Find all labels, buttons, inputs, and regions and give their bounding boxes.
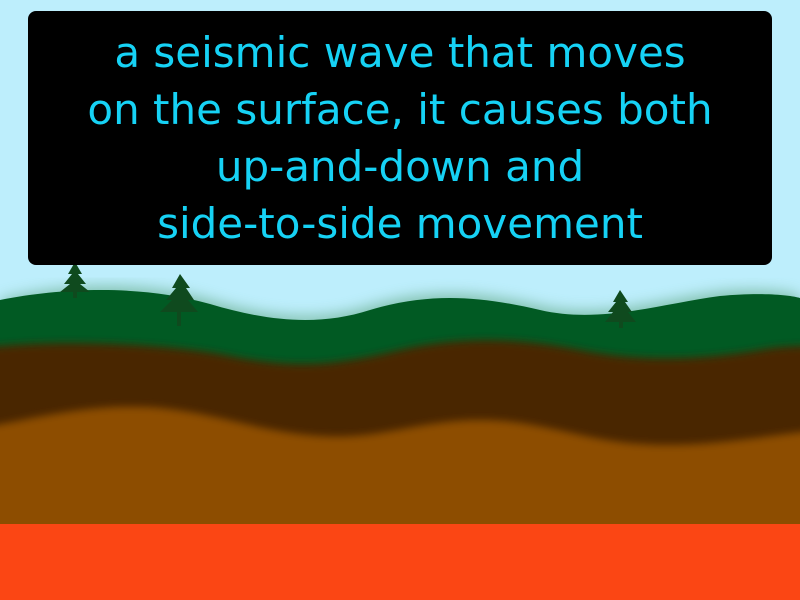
caption-line: side-to-side movement [157, 199, 643, 248]
bedrock-layer [0, 524, 800, 600]
caption-line: a seismic wave that moves [114, 28, 686, 77]
pine-tree-icon [605, 290, 636, 328]
caption-box: a seismic wave that moves on the surface… [28, 11, 772, 265]
caption-line: on the surface, it causes both [87, 85, 713, 134]
pine-tree-icon [160, 274, 198, 326]
caption-line: up-and-down and [215, 142, 585, 191]
pine-tree-icon [60, 262, 90, 298]
